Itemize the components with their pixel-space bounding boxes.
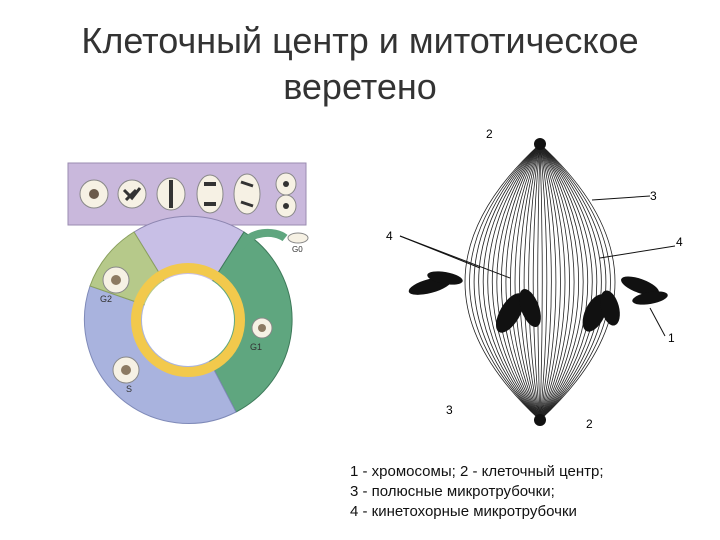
- spindle-fiber: [539, 143, 566, 421]
- spindle-fiber: [473, 143, 541, 421]
- label-g1: G1: [250, 342, 262, 352]
- g0-cell: [287, 232, 309, 244]
- spindle-fiber: [478, 143, 541, 421]
- spindle-fiber: [539, 143, 552, 421]
- centrosome-top: [534, 138, 546, 150]
- spindle-fiber: [519, 143, 541, 421]
- stage-metaphase-cell: [156, 177, 186, 211]
- label-3-bottom: 3: [446, 403, 453, 417]
- spindle-fiber: [539, 143, 548, 421]
- spindle-figure: 2 3 4 4 1 3 2: [360, 108, 690, 438]
- spindle-fiber: [510, 143, 541, 421]
- spindle-fiber: [539, 143, 580, 421]
- chromosomes: [408, 271, 668, 333]
- spindle-fiber: [464, 143, 541, 421]
- label-lines: [399, 195, 676, 337]
- centrosome-bottom: [534, 414, 546, 426]
- label-2-top: 2: [486, 127, 493, 141]
- spindle-fibers: [464, 143, 616, 421]
- spindle-fiber: [539, 143, 575, 421]
- spindle-fiber: [496, 143, 541, 421]
- spindle-fiber: [539, 143, 557, 421]
- title-line-1: Клеточный центр и митотическое: [81, 20, 639, 61]
- stage-telophase-cell: [233, 173, 261, 215]
- inner-ring-core: [142, 274, 234, 366]
- label-s: S: [126, 384, 132, 394]
- spindle-fiber: [537, 143, 541, 421]
- label-4-left: 4: [386, 229, 393, 243]
- label-4-right: 4: [676, 235, 683, 249]
- spindle-fiber: [539, 143, 584, 421]
- spindle-fiber: [539, 143, 602, 421]
- stage-cytokinesis-cells: [275, 172, 297, 218]
- label-3-top: 3: [650, 189, 657, 203]
- spindle-fiber: [514, 143, 541, 421]
- caption-line-2: 3 - полюсные микротрубочки;: [350, 483, 555, 500]
- spindle-fiber: [539, 143, 598, 421]
- spindle-fiber: [505, 143, 541, 421]
- spindle-fiber: [482, 143, 541, 421]
- spindle-fiber: [539, 143, 543, 421]
- chromosome: [600, 290, 620, 326]
- spindle-svg: 2 3 4 4 1 3 2: [386, 127, 683, 431]
- figure-caption: 1 - хромосомы; 2 - клеточный центр; 3 - …: [350, 462, 710, 522]
- spindle-fiber: [539, 143, 570, 421]
- spindle-fiber: [469, 143, 541, 421]
- chromosome: [496, 293, 524, 333]
- spindle-fiber: [487, 143, 541, 421]
- inner-ring: [131, 263, 245, 377]
- spindle-fiber: [532, 143, 541, 421]
- stage-prophase-cell: [117, 179, 147, 209]
- spindle-fiber: [539, 143, 593, 421]
- spindle-fiber: [500, 143, 541, 421]
- spindle-fiber: [539, 143, 611, 421]
- chromosome: [621, 276, 659, 296]
- label-2-bottom: 2: [586, 417, 593, 431]
- slide-title: Клеточный центр и митотическое веретено: [40, 18, 680, 110]
- cell-cycle-svg: G0 G2 S G1: [67, 162, 309, 425]
- spindle-fiber: [539, 143, 589, 421]
- chromosome: [519, 288, 541, 328]
- label-g2: G2: [100, 294, 112, 304]
- label-1: 1: [668, 331, 675, 345]
- caption-line-3: 4 - кинетохорные микротрубочки: [350, 503, 577, 520]
- spindle-fiber: [528, 143, 541, 421]
- caption-line-1: 1 - хромосомы; 2 - клеточный центр;: [350, 463, 604, 480]
- spindle-fiber: [523, 143, 541, 421]
- spindle-fiber: [539, 143, 607, 421]
- spindle-fiber: [491, 143, 541, 421]
- spindle-fiber: [539, 143, 616, 421]
- chromosome: [632, 291, 668, 305]
- stage-interphase-cell: [79, 179, 109, 209]
- g0-arrow: [236, 228, 288, 251]
- cycle-wheel: [83, 215, 293, 425]
- title-line-2: веретено: [283, 66, 437, 107]
- spindle-fiber: [539, 143, 561, 421]
- stage-anaphase-cell: [196, 174, 224, 214]
- cell-cycle-figure: G0 G2 S G1: [60, 160, 320, 430]
- chromosome: [427, 271, 463, 285]
- label-g0: G0: [292, 245, 303, 254]
